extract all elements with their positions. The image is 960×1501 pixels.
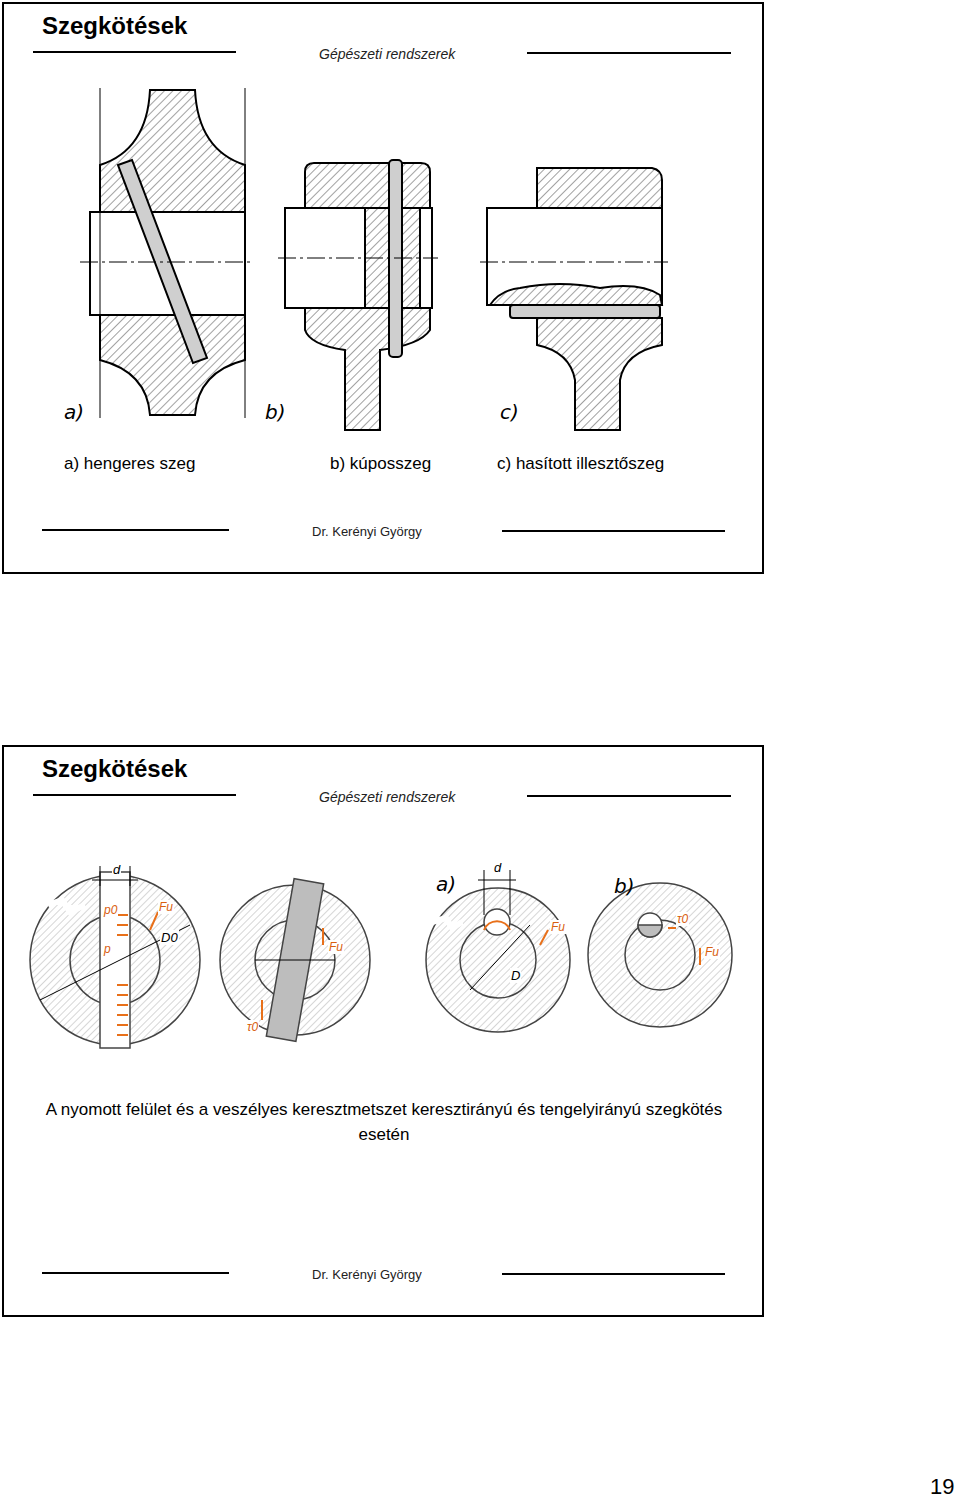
symbol-label: d <box>112 862 121 877</box>
figure-letter: c) <box>500 400 519 424</box>
symbol-label: p <box>103 942 112 956</box>
page-number: 19 <box>930 1474 954 1500</box>
figure-caption: c) hasított illesztőszeg <box>497 454 664 474</box>
figure-caption: a) hengeres szeg <box>64 454 195 474</box>
slide-frame: SzegkötésekGépészeti rendszerek A nyomott… <box>2 745 764 1317</box>
figure-letter: b) <box>614 874 635 898</box>
slide-caption: A nyomott felület és a veszélyes kereszt… <box>34 1097 734 1147</box>
symbol-label: Fu <box>328 940 344 954</box>
symbol-label: τ0 <box>676 912 689 926</box>
slide-subtitle: Gépészeti rendszerek <box>319 789 455 805</box>
symbol-label: τ0 <box>246 1020 259 1034</box>
slide-author: Dr. Kerényi György <box>312 1267 422 1282</box>
symbol-label: p0 <box>103 903 118 917</box>
slide-subtitle: Gépészeti rendszerek <box>319 46 455 62</box>
slide-author: Dr. Kerényi György <box>312 524 422 539</box>
figure-caption: b) kúposszeg <box>330 454 431 474</box>
symbol-label: Fu <box>550 920 566 934</box>
slide-title: Szegkötések <box>42 755 187 783</box>
slide-frame: SzegkötésekGépészeti rendszerekDr. Kerén… <box>2 2 764 574</box>
symbol-label: Fu <box>158 900 174 914</box>
figure-letter: a) <box>436 872 456 896</box>
symbol-label: D <box>510 968 521 983</box>
figure-letter: b) <box>265 400 286 424</box>
figure-letter: a) <box>64 400 84 424</box>
symbol-label: d <box>493 860 502 875</box>
symbol-label: Fu <box>704 945 720 959</box>
slide-title: Szegkötések <box>42 12 187 40</box>
symbol-label: D0 <box>160 930 179 945</box>
